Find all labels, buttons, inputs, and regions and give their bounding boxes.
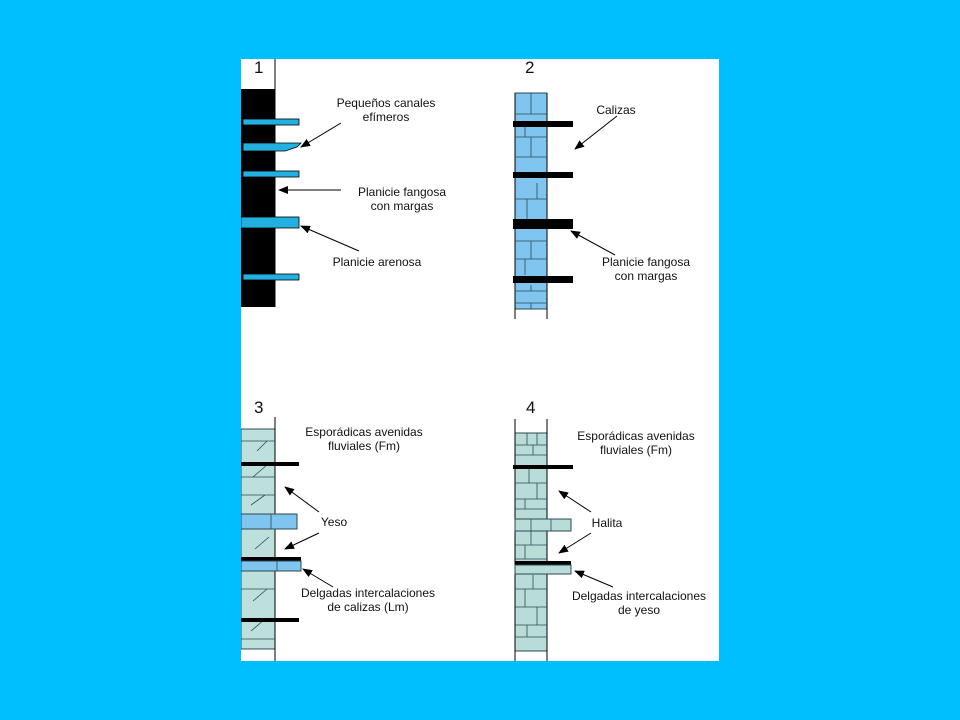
column-1	[241, 59, 360, 307]
column-1-channel-beds	[241, 118, 302, 281]
label-halite: Halita	[591, 516, 623, 530]
figure-panel: 1 2 3 4 Pequeños canales efímeros Planic…	[241, 58, 719, 661]
arrow	[302, 568, 334, 588]
column-3-number: 3	[254, 398, 264, 417]
limestone-bed	[241, 462, 299, 466]
arrow	[574, 570, 614, 588]
column-4-number: 4	[526, 398, 536, 417]
label-mudflat-1: Planicie fangosa con margas	[357, 185, 447, 213]
column-3-beds	[241, 462, 302, 622]
label-intercalations-4: Delgadas intercalaciones de yeso	[571, 589, 707, 617]
column-1-number: 1	[254, 58, 264, 77]
column-2-number: 2	[525, 58, 535, 77]
column-2	[513, 92, 618, 319]
arrow	[300, 122, 342, 148]
arrow	[574, 115, 618, 150]
channel-bed	[242, 118, 300, 126]
arrow	[558, 532, 592, 554]
column-4-halite-pattern	[515, 433, 547, 638]
marl-bed	[513, 276, 573, 283]
column-3	[241, 417, 334, 661]
column-4-beds	[513, 465, 573, 575]
channel-bed	[242, 273, 300, 281]
halite-bed	[514, 518, 572, 532]
column-3-arrows	[284, 486, 334, 588]
column-2-brick-pattern	[515, 93, 547, 309]
gypsum-bed	[241, 560, 302, 572]
label-floods-3: Esporádicas avenidas fluviales (Fm)	[305, 425, 423, 453]
label-gypsum: Yeso	[320, 515, 348, 529]
arrow	[284, 486, 320, 513]
label-floods-4: Esporádicas avenidas fluviales (Fm)	[577, 429, 695, 457]
marl-bed	[513, 121, 573, 127]
label-limestones: Calizas	[596, 103, 636, 117]
column-2-marl-beds	[513, 121, 573, 283]
column-4-arrows	[558, 490, 614, 588]
channel-bed	[242, 170, 300, 178]
mud-bed	[513, 465, 573, 469]
marl-bed	[513, 172, 573, 178]
mud-bed	[515, 561, 571, 565]
channel-bed	[242, 142, 302, 152]
column-1-arrows	[278, 122, 360, 252]
label-channels: Pequeños canales efímeros	[336, 96, 436, 124]
marl-bed	[513, 219, 573, 229]
column-4	[513, 419, 614, 661]
gypsum-bed	[514, 564, 572, 575]
column-2-arrows	[570, 115, 618, 256]
label-intercalations-3: Delgadas intercalaciones de calizas (Lm)	[300, 586, 436, 614]
limestone-bed	[241, 618, 299, 622]
arrow	[300, 225, 360, 252]
stratigraphic-columns-diagram	[241, 59, 618, 661]
arrow	[558, 490, 592, 513]
arrow	[570, 230, 616, 256]
label-sandflat: Planicie arenosa	[332, 255, 422, 269]
label-mudflat-2: Planicie fangosa con margas	[601, 255, 691, 283]
gypsum-bed	[241, 513, 298, 530]
limestone-bed	[241, 557, 301, 561]
sand-bed	[241, 216, 300, 229]
arrow	[284, 532, 320, 550]
